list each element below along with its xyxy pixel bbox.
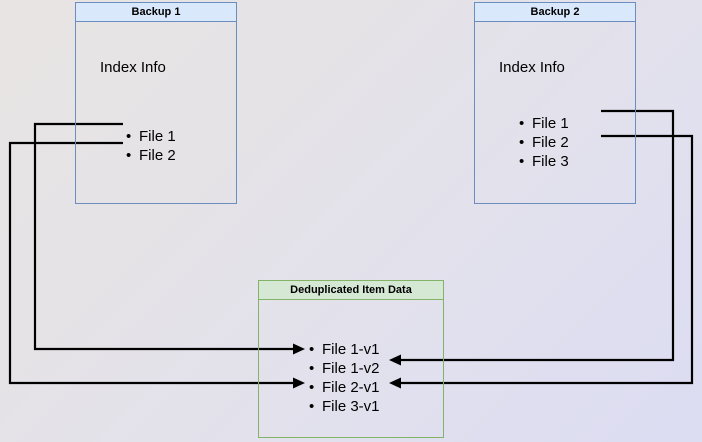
node-backup-1[interactable]: Backup 1 Index Info File 1 File 2 [75,2,237,204]
node-backup-1-file-list: File 1 File 2 [126,127,176,165]
list-item[interactable]: File 1 [126,127,176,146]
node-deduplicated-item-data-title: Deduplicated Item Data [258,280,444,300]
node-backup-2-section-label: Index Info [499,59,565,76]
node-backup-2[interactable]: Backup 2 Index Info File 1 File 2 File 3 [474,2,636,204]
node-backup-1-title: Backup 1 [75,2,237,22]
node-backup-1-section-label: Index Info [100,59,166,76]
list-item[interactable]: File 2 [126,146,176,165]
list-item[interactable]: File 1 [519,114,569,133]
list-item[interactable]: File 3 [519,152,569,171]
list-item[interactable]: File 3-v1 [309,397,380,416]
node-backup-2-file-list: File 1 File 2 File 3 [519,114,569,171]
node-deduplicated-item-data-body: File 1-v1 File 1-v2 File 2-v1 File 3-v1 [258,300,444,438]
list-item[interactable]: File 2-v1 [309,378,380,397]
node-backup-1-body: Index Info File 1 File 2 [75,22,237,204]
list-item[interactable]: File 2 [519,133,569,152]
node-backup-2-body: Index Info File 1 File 2 File 3 [474,22,636,204]
node-deduplicated-item-data-file-list: File 1-v1 File 1-v2 File 2-v1 File 3-v1 [309,340,380,416]
node-backup-2-title: Backup 2 [474,2,636,22]
list-item[interactable]: File 1-v2 [309,359,380,378]
list-item[interactable]: File 1-v1 [309,340,380,359]
node-deduplicated-item-data[interactable]: Deduplicated Item Data File 1-v1 File 1-… [258,280,444,438]
